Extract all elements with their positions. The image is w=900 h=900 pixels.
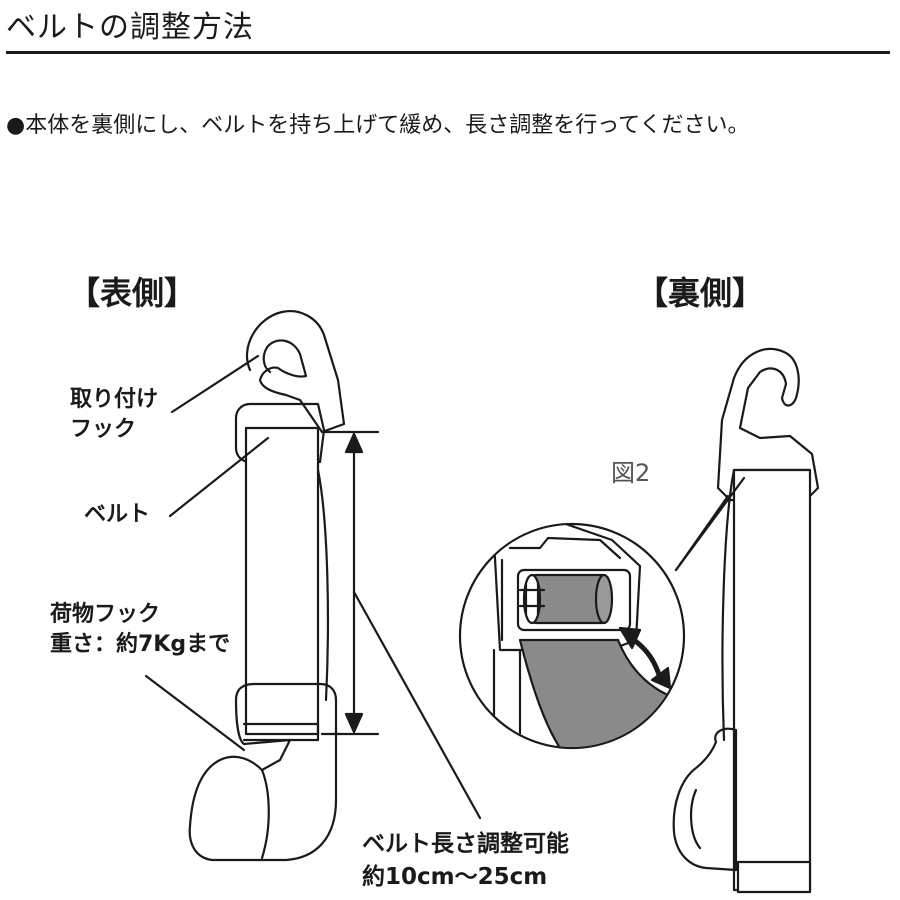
- front-belt: [244, 426, 320, 736]
- front-mounting-hook: [245, 310, 346, 434]
- belt-adjust-label-line2: 約10cm〜25cm: [362, 864, 548, 890]
- belt-leader-line: [168, 436, 270, 518]
- belt-adjust-label-line1: ベルト長さ調整可能: [362, 831, 569, 857]
- figure-2-label: 図2: [611, 459, 651, 487]
- back-side-heading: 【裏側】: [636, 274, 765, 312]
- cargo-hook-label-line1: 荷物フック: [50, 602, 161, 627]
- belt-adjust-label: ベルト長さ調整可能 約10cm〜25cm: [362, 828, 569, 894]
- back-mounting-hook: [716, 347, 820, 502]
- hook-leader-line: [170, 354, 260, 414]
- back-belt: [732, 468, 812, 892]
- front-side-heading: 【表側】: [68, 274, 197, 312]
- back-cargo-hook: [672, 727, 738, 872]
- front-hook-product: [188, 310, 380, 862]
- back-hook-product: [672, 347, 820, 894]
- figure-2-callout: [458, 522, 686, 750]
- adjust-leader-line: [352, 590, 482, 820]
- cargo-hook-label: 荷物フック 重さ：約7Kgまで: [50, 600, 230, 660]
- mounting-hook-label-line1: 取り付け: [70, 387, 159, 412]
- instruction-text: ●本体を裏側にし、ベルトを持ち上げて緩め、長さ調整を行ってください。: [6, 113, 750, 138]
- mounting-hook-label-line2: フック: [70, 417, 137, 442]
- page-title: ベルトの調整方法: [6, 10, 254, 45]
- title-divider: [6, 51, 890, 54]
- front-upper-bracket: [234, 402, 326, 464]
- mounting-hook-label: 取り付け フック: [70, 385, 158, 445]
- cargo-leader-line: [144, 674, 246, 752]
- cargo-hook-label-line2: 重さ：約7Kgまで: [50, 632, 231, 657]
- belt-label: ベルト: [84, 502, 151, 527]
